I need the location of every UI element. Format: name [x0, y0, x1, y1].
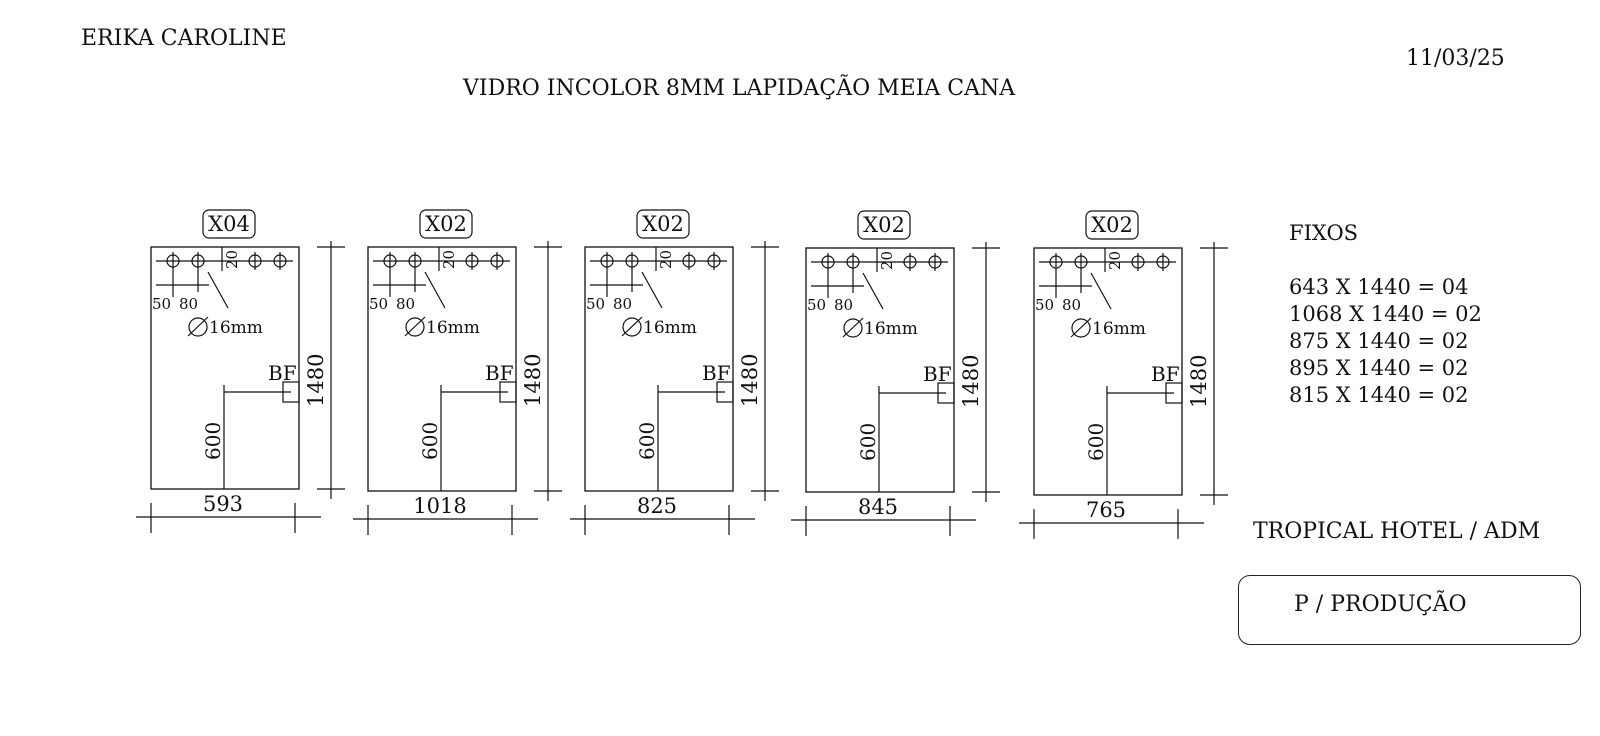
quantity-badge [202, 209, 256, 239]
quantity-label: X02 [425, 212, 467, 236]
order-date: 11/03/25 [1406, 46, 1505, 71]
dim-20: 20 [878, 251, 896, 270]
dim-80: 80 [1062, 296, 1081, 314]
fitting-label: BF [923, 362, 952, 386]
quantity-badge [857, 210, 911, 240]
fitting-label: BF [485, 361, 514, 385]
fixos-item: 895 X 1440 = 02 [1289, 356, 1469, 380]
dim-80: 80 [179, 295, 198, 313]
fitting-height-label: 600 [1084, 423, 1108, 461]
dim-20: 20 [657, 250, 675, 269]
quantity-badge [419, 209, 473, 239]
dim-20: 20 [440, 250, 458, 269]
quantity-label: X02 [642, 212, 684, 236]
diameter-symbol [622, 317, 642, 337]
hole-diameter-label: 16mm [643, 318, 697, 338]
leader-line [641, 271, 663, 309]
diameter-symbol [405, 317, 425, 337]
quantity-badge [1085, 210, 1139, 240]
fitting-height-label: 600 [201, 422, 225, 460]
diameter-symbol [188, 317, 208, 337]
production-label: P / PRODUÇÃO [1294, 592, 1467, 617]
glass-panel [1033, 247, 1183, 496]
diameter-symbol [843, 318, 863, 338]
diameter-slash [842, 317, 864, 338]
fitting-height-label: 600 [418, 422, 442, 460]
fixos-title: FIXOS [1289, 221, 1359, 245]
dim-80: 80 [834, 296, 853, 314]
height-label: 1480 [1187, 355, 1211, 408]
width-label: 825 [637, 494, 677, 518]
client-name: ERIKA CAROLINE [81, 26, 287, 51]
glass-panel [805, 247, 955, 493]
diameter-slash [187, 316, 209, 337]
leader-line [1090, 272, 1112, 310]
leader-line [207, 271, 229, 309]
diameter-slash [404, 316, 426, 337]
dim-50: 50 [369, 295, 388, 313]
fixos-item: 815 X 1440 = 02 [1289, 383, 1469, 407]
height-label: 1480 [959, 355, 983, 408]
dim-50: 50 [807, 296, 826, 314]
fixos-item: 643 X 1440 = 04 [1289, 275, 1469, 299]
fixos-item: 1068 X 1440 = 02 [1289, 302, 1482, 326]
page-title: VIDRO INCOLOR 8MM LAPIDAÇÃO MEIA CANA [463, 76, 1016, 101]
dim-20: 20 [223, 250, 241, 269]
fixos-item: 875 X 1440 = 02 [1289, 329, 1469, 353]
dim-20: 20 [1106, 251, 1124, 270]
fitting-label: BF [702, 361, 731, 385]
quantity-label: X04 [208, 212, 250, 236]
height-label: 1480 [304, 354, 328, 407]
hole-diameter-label: 16mm [864, 319, 918, 339]
dim-50: 50 [1035, 296, 1054, 314]
diameter-slash [621, 316, 643, 337]
hotel-label: TROPICAL HOTEL / ADM [1253, 519, 1541, 544]
glass-panel [150, 246, 300, 490]
hole-diameter-label: 16mm [209, 318, 263, 338]
fitting-height-label: 600 [856, 423, 880, 461]
diameter-symbol [1071, 318, 1091, 338]
dim-50: 50 [586, 295, 605, 313]
fitting-label: BF [268, 361, 297, 385]
width-label: 845 [858, 495, 898, 519]
glass-panel [584, 246, 734, 492]
hole-diameter-label: 16mm [426, 318, 480, 338]
fitting-label: BF [1151, 362, 1180, 386]
quantity-badge [636, 209, 690, 239]
leader-line [862, 272, 884, 310]
diameter-slash [1070, 317, 1092, 338]
hole-diameter-label: 16mm [1092, 319, 1146, 339]
dim-50: 50 [152, 295, 171, 313]
height-label: 1480 [738, 354, 762, 407]
width-label: 593 [203, 492, 243, 516]
fixos-list: 643 X 1440 = 04 1068 X 1440 = 02 875 X 1… [1289, 274, 1482, 409]
width-label: 765 [1086, 498, 1126, 522]
leader-line [424, 271, 446, 309]
height-label: 1480 [521, 354, 545, 407]
dim-80: 80 [396, 295, 415, 313]
quantity-label: X02 [863, 213, 905, 237]
width-label: 1018 [413, 494, 466, 518]
glass-panel [367, 246, 517, 492]
dim-80: 80 [613, 295, 632, 313]
quantity-label: X02 [1091, 213, 1133, 237]
fitting-height-label: 600 [635, 422, 659, 460]
production-box: P / PRODUÇÃO [1238, 575, 1581, 645]
